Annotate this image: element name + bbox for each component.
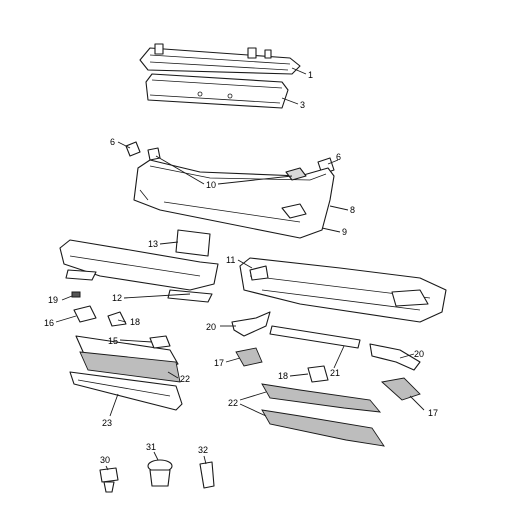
- callout-20-left: 20: [206, 322, 216, 332]
- part-bracket-20-right: [369, 343, 421, 371]
- part-grille-left: [73, 305, 97, 323]
- callout-19: 19: [48, 295, 58, 305]
- callout-9: 9: [342, 227, 347, 237]
- callout-18-left: 18: [130, 317, 140, 327]
- part-clip-10: [147, 147, 161, 161]
- callout-21: 21: [330, 368, 340, 378]
- part-bracket-20-left: [231, 311, 271, 337]
- callout-32: 32: [198, 445, 208, 455]
- callout-18-right: 18: [278, 371, 288, 381]
- callout-1: 1: [308, 70, 313, 80]
- part-fastener-32: [199, 461, 215, 489]
- callout-11: 11: [226, 255, 235, 265]
- part-license-bracket: [175, 229, 211, 257]
- part-fastener-30: [99, 467, 119, 493]
- part-bezel-right: [307, 365, 329, 383]
- callout-22-right: 22: [228, 398, 238, 408]
- part-grille-mesh-right-lower: [261, 409, 385, 447]
- leader-lines: [55, 67, 425, 471]
- callouts: 1 3 6 6 10 8 9 13 11 12 19 16 18 15 22 2…: [44, 70, 438, 465]
- callout-17-right: 17: [428, 408, 438, 418]
- callout-3: 3: [300, 100, 305, 110]
- callout-13: 13: [148, 239, 158, 249]
- part-bezel-left: [107, 311, 127, 327]
- part-fastener-31: [147, 459, 173, 487]
- part-energy-absorber: [145, 73, 289, 109]
- callout-12: 12: [112, 293, 122, 303]
- callout-22-left: 22: [180, 374, 190, 384]
- callout-10: 10: [206, 180, 216, 190]
- part-center-strip: [269, 325, 361, 349]
- part-mesh-insert-left: [235, 347, 263, 367]
- part-grille-mesh-right-upper: [261, 383, 382, 413]
- part-grille-mesh-left: [79, 351, 181, 383]
- part-reinforcement-beam: [139, 43, 301, 75]
- part-bracket-left: [125, 141, 141, 157]
- callout-30: 30: [100, 455, 110, 465]
- callout-17-left: 17: [214, 358, 224, 368]
- callout-8: 8: [350, 205, 355, 215]
- part-lower-trim: [69, 371, 183, 411]
- callout-20-right: 20: [414, 349, 424, 359]
- part-mesh-insert-right: [381, 377, 421, 401]
- callout-6-right: 6: [336, 152, 341, 162]
- part-small-clip: [71, 291, 81, 298]
- callout-23: 23: [102, 418, 112, 428]
- callout-6-left: 6: [110, 137, 115, 147]
- callout-15: 15: [108, 336, 118, 346]
- callout-31: 31: [146, 442, 156, 452]
- callout-16: 16: [44, 318, 54, 328]
- part-front-fascia: [133, 159, 335, 239]
- part-lower-fascia-right: [239, 257, 447, 323]
